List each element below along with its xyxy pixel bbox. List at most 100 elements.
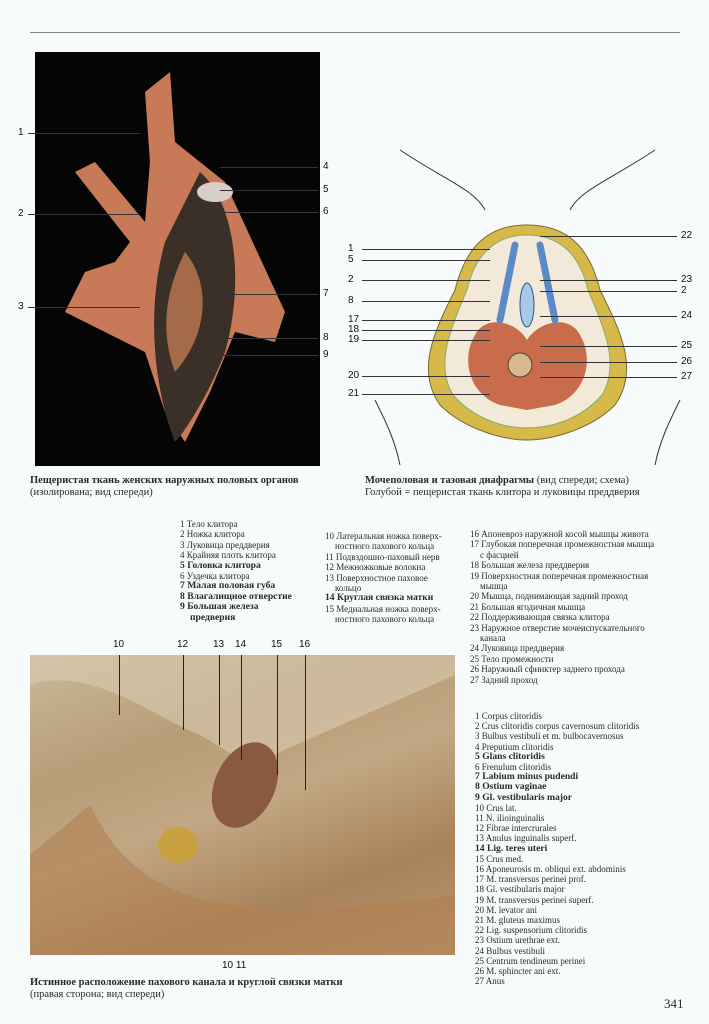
legend-item: 26 Наружный сфинктер заднего прохода: [470, 664, 625, 675]
figure-label: 19: [348, 334, 360, 345]
figure-label: 2: [18, 208, 24, 219]
figure-label: 20: [348, 370, 360, 381]
legend-item: 11 N. ilioinguinalis: [475, 813, 545, 824]
legend-item: мышца: [480, 581, 508, 592]
legend-item: 24 Bulbus vestibuli: [475, 945, 546, 956]
legend-item: 2 Ножка клитора: [180, 529, 245, 540]
legend-item: 13 Поверхностное паховое: [325, 572, 428, 583]
legend-item: 12 Межножковые волокна: [325, 562, 426, 573]
figure-1-caption: Пещеристая ткань женских наружных половы…: [30, 475, 299, 499]
legend-item: 26 M. sphincter ani ext.: [475, 966, 561, 977]
figure-label: 17: [348, 314, 360, 325]
legend-item: 18 Большая железа преддверия: [470, 560, 590, 571]
legend-item: 22 Поддерживающая связка клитора: [470, 612, 610, 623]
figure-label: 4: [323, 161, 329, 172]
legend-item: канала: [480, 633, 506, 644]
caption-title: Мочеполовая и тазовая диафрагмы: [365, 475, 535, 486]
leader-line: [220, 212, 318, 213]
legend-item: 27 Anus: [475, 976, 505, 987]
legend-item: предверия: [190, 611, 236, 623]
figure-label: 8: [323, 332, 329, 343]
legend-item: 3 Bulbus vestibuli et m. bulbocavernosus: [475, 731, 624, 742]
header-rule: [30, 32, 680, 33]
figure-label: 1: [18, 127, 24, 138]
legend-item: 16 Aponeurosis m. obliqui ext. abdominis: [475, 864, 626, 875]
leader-line: [362, 330, 490, 331]
legend-item: 5 Glans clitoridis: [475, 750, 545, 762]
figure-label: 16: [299, 639, 311, 650]
leader-line: [362, 320, 490, 321]
figure-label: 8: [348, 295, 354, 306]
leader-line: [183, 655, 184, 730]
legend-item: ностного пахового кольца: [335, 614, 435, 625]
legend-item: 20 Мышца, поднимающая задний проход: [470, 591, 628, 602]
leader-line: [28, 214, 140, 215]
legend-item: 17 Глубокая поперечная промежностная мыш…: [470, 539, 655, 550]
figure-label: 5: [348, 254, 354, 265]
legend-item: 9 Большая железа: [180, 601, 259, 613]
legend-item: 10 Crus lat.: [475, 802, 517, 813]
leader-line: [28, 307, 140, 308]
legend-item: 7 Labium minus pudendi: [475, 771, 579, 783]
legend-item: 13 Anulus inguinalis superf.: [475, 833, 577, 844]
leader-line: [540, 362, 677, 363]
leader-line: [220, 190, 318, 191]
legend-item: 21 M. gluteus maximus: [475, 915, 560, 926]
figure-label: 13: [213, 639, 225, 650]
legend-item: 6 Frenulum clitoridis: [475, 762, 551, 773]
legend-item: 3 Луковица преддверия: [180, 539, 270, 550]
figure-2-caption: Мочеполовая и тазовая диафрагмы (вид спе…: [365, 475, 640, 499]
figure-2-diagram: [355, 140, 700, 465]
caption-subtitle: Голубой = пещеристая ткань клитора и лук…: [365, 487, 640, 498]
leader-line: [540, 291, 677, 292]
leader-line: [540, 316, 677, 317]
leader-line: [119, 655, 120, 715]
caption-note: (вид спереди; схема): [534, 475, 629, 486]
figure-label: 3: [18, 301, 24, 312]
figure-label: 12: [177, 639, 189, 650]
legend-item: 15 Crus med.: [475, 853, 524, 864]
figure-3-photo: [30, 655, 455, 955]
caption-title: Пещеристая ткань женских наружных половы…: [30, 475, 299, 486]
legend-item: с фасцией: [480, 549, 519, 560]
legend-item: 15 Медиальная ножка поверх-: [325, 603, 441, 614]
figure-label: 7: [323, 288, 329, 299]
figure-label: 9: [323, 349, 329, 360]
legend-item: 27 Задний проход: [470, 674, 538, 685]
leader-line: [540, 280, 677, 281]
legend-item: 23 Наружное отверстие мочеиспускательног…: [470, 622, 645, 633]
legend-item: 19 M. transversus perinei superf.: [475, 894, 594, 905]
legend-item: 10 Латеральная ножка поверх-: [325, 531, 442, 541]
figure-label: 21: [348, 388, 360, 399]
leader-line: [362, 301, 490, 302]
figure-label: 10 11: [222, 960, 247, 971]
legend-item: 2 Crus clitoridis corpus cavernosum clit…: [475, 721, 640, 732]
caption-subtitle: (изолирована; вид спереди): [30, 487, 153, 498]
leader-line: [540, 377, 677, 378]
leader-line: [219, 655, 220, 745]
leader-line: [362, 394, 490, 395]
legend-item: 12 Fibrae intercrurales: [475, 823, 557, 834]
legend-item: 16 Апоневроз наружной косой мышцы живота: [470, 529, 649, 539]
leader-line: [220, 355, 318, 356]
legend-item: ностного пахового кольца: [335, 541, 435, 552]
cavernous-tissue-photo: [65, 72, 285, 442]
leader-line: [362, 280, 490, 281]
leader-line: [220, 294, 318, 295]
legend-item: 20 M. levator ani: [475, 904, 537, 915]
leader-line: [362, 340, 490, 341]
figure-label: 22: [681, 230, 693, 241]
figure-label: 24: [681, 310, 693, 321]
figure-label: 6: [323, 206, 329, 217]
legend-item: 23 Ostium urethrae ext.: [475, 935, 560, 946]
figure-label: 10: [113, 639, 125, 650]
figure-label: 18: [348, 324, 360, 335]
legend-item: 22 Lig. suspensorium clitoridis: [475, 925, 587, 936]
figure-label: 15: [271, 639, 283, 650]
legend-item: 6 Уздечка клитора: [180, 571, 250, 582]
legend-item: 18 Gl. vestibularis major: [475, 884, 565, 895]
leader-line: [277, 655, 278, 775]
leader-line: [362, 249, 490, 250]
caption-title: Истинное расположение пахового канала и …: [30, 977, 343, 988]
